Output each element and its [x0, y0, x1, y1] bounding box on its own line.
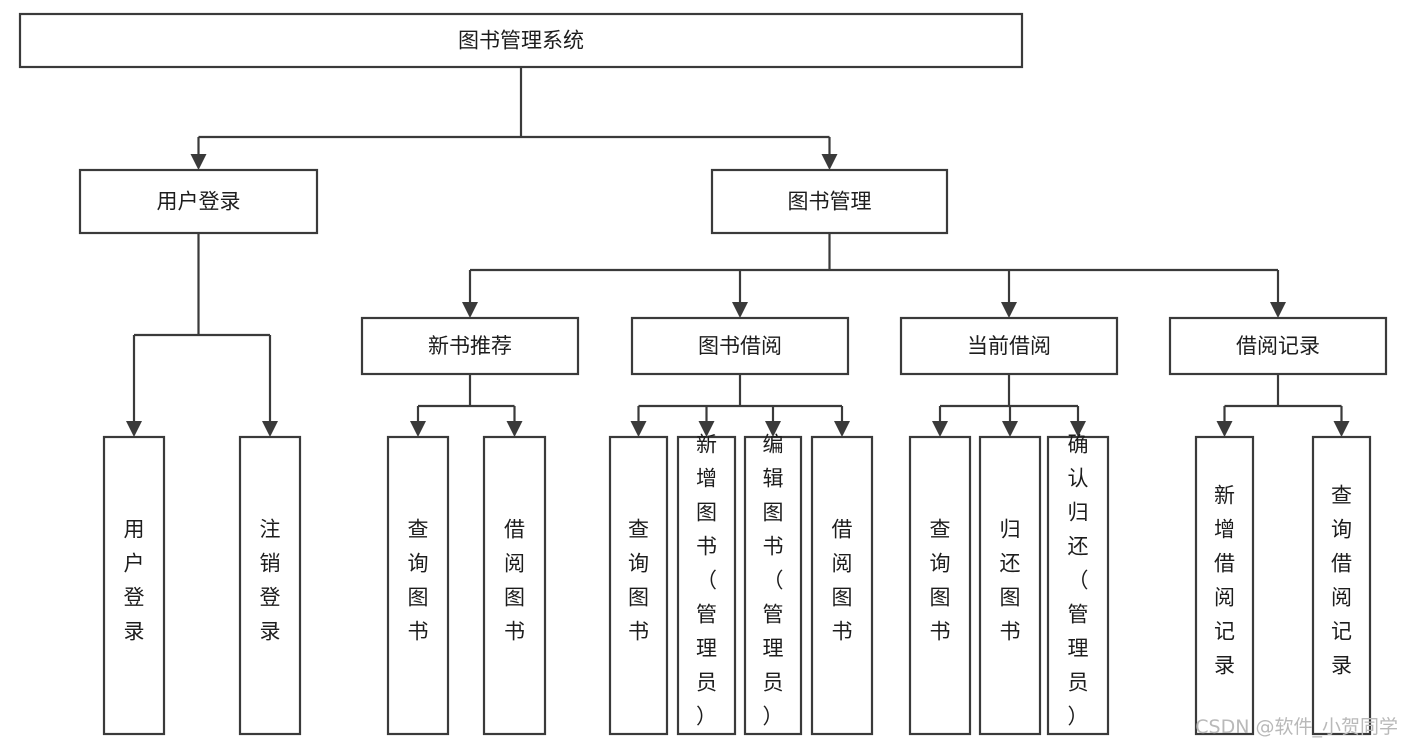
node-level2-2-box[interactable]: [899, 316, 1119, 376]
node-leaf-0-label: 用户登录: [124, 518, 145, 644]
node-leaf-6-box[interactable]: [743, 435, 803, 736]
node-leaf-4-label: 查询图书: [628, 518, 649, 644]
leaf-8-arrowhead-icon: [932, 421, 948, 437]
node-leaf-3-label: 借阅图书: [504, 518, 525, 644]
node-leaf-0-box[interactable]: [102, 435, 166, 736]
node-level1-0-label: 用户登录: [157, 190, 241, 214]
node-leaf-10-label: 确认归还（管理员）: [1068, 433, 1089, 729]
leaf-11-arrowhead-icon: [1216, 421, 1233, 437]
node-leaf-8-box[interactable]: [908, 435, 972, 736]
node-leaf-1-label: 注销登录: [260, 518, 281, 644]
leaf-3-arrowhead-icon: [506, 421, 523, 437]
node-leaf-6-label: 编辑图书（管理员）: [763, 433, 784, 729]
node-leaf-9-box[interactable]: [978, 435, 1042, 736]
node-leaf-4-box[interactable]: [608, 435, 669, 736]
node-level2-0-label: 新书推荐: [428, 334, 512, 358]
level2-2-arrowhead-icon: [1001, 302, 1017, 318]
node-leaf-5-box[interactable]: [676, 435, 737, 736]
node-level2-1-box[interactable]: [630, 316, 850, 376]
node-leaf-8-label: 查询图书: [930, 518, 951, 644]
node-leaf-10-box[interactable]: [1046, 435, 1110, 736]
node-level2-1-label: 图书借阅: [698, 334, 782, 358]
leaf-9-arrowhead-icon: [1002, 421, 1018, 437]
leaf-7-arrowhead-icon: [834, 421, 850, 437]
node-leaf-9-label: 归还图书: [1000, 518, 1021, 644]
leaf-2-arrowhead-icon: [410, 421, 426, 437]
boxes-layer: 图书管理系统用户登录图书管理新书推荐图书借阅当前借阅借阅记录用户登录注销登录查询…: [18, 12, 1388, 736]
node-leaf-12-label: 查询借阅记录: [1331, 484, 1352, 678]
node-leaf-1-box[interactable]: [238, 435, 302, 736]
node-leaf-12-box[interactable]: [1311, 435, 1372, 736]
node-level2-3-box[interactable]: [1168, 316, 1388, 376]
leaf-6-arrowhead-icon: [765, 421, 781, 437]
leaf-5-arrowhead-icon: [698, 421, 715, 437]
node-level2-3-label: 借阅记录: [1236, 334, 1320, 358]
node-leaf-11-label: 新增借阅记录: [1214, 484, 1235, 678]
node-level1-1-label: 图书管理: [788, 190, 872, 214]
node-leaf-5-label: 新增图书（管理员）: [696, 433, 717, 729]
level2-1-arrowhead-icon: [732, 302, 748, 318]
leaf-0-arrowhead-icon: [126, 421, 142, 437]
level2-0-arrowhead-icon: [462, 302, 478, 318]
level2-3-arrowhead-icon: [1270, 302, 1286, 318]
node-leaf-7-label: 借阅图书: [832, 518, 853, 644]
node-level1-0-box[interactable]: [78, 168, 319, 235]
node-leaf-2-box[interactable]: [386, 435, 450, 736]
node-level1-1-box[interactable]: [710, 168, 949, 235]
node-leaf-11-box[interactable]: [1194, 435, 1255, 736]
leaf-10-arrowhead-icon: [1070, 421, 1086, 437]
leaf-1-arrowhead-icon: [262, 421, 278, 437]
level1-1-arrowhead-icon: [821, 154, 838, 170]
node-level2-0-box[interactable]: [360, 316, 580, 376]
csdn-watermark: CSDN @软件_小贺同学: [1195, 716, 1398, 738]
node-leaf-3-box[interactable]: [482, 435, 547, 736]
level1-0-arrowhead-icon: [190, 154, 207, 170]
connectors-layer: [126, 67, 1350, 437]
node-leaf-7-box[interactable]: [810, 435, 874, 736]
node-leaf-2-label: 查询图书: [408, 518, 429, 644]
node-level2-2-label: 当前借阅: [967, 334, 1051, 358]
leaf-4-arrowhead-icon: [630, 421, 647, 437]
node-root-label: 图书管理系统: [458, 29, 584, 53]
leaf-12-arrowhead-icon: [1333, 421, 1350, 437]
node-root-box[interactable]: [18, 12, 1024, 69]
